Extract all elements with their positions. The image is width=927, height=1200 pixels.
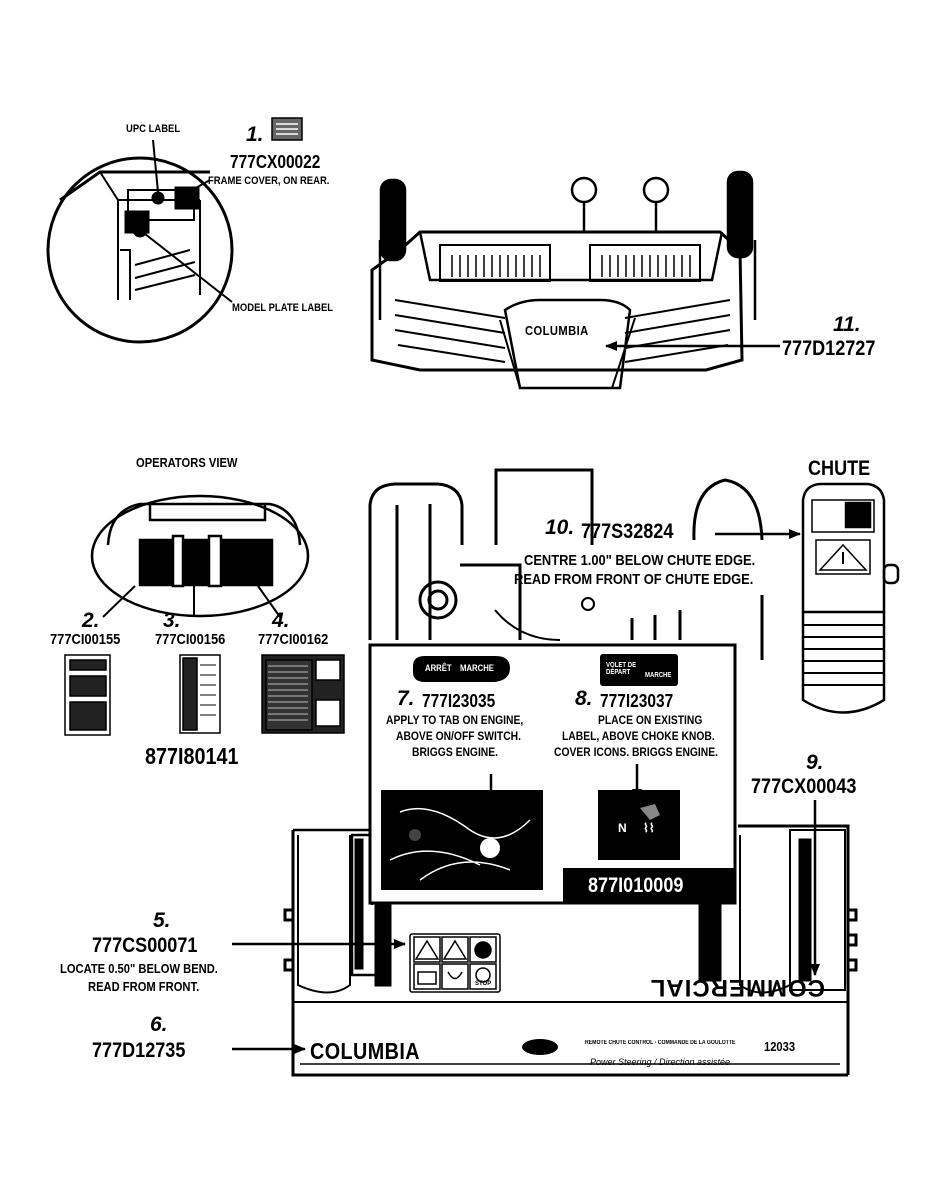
item-5-number: 5.	[153, 909, 171, 932]
item-7-instruction-1: APPLY TO TAB ON ENGINE,	[386, 713, 524, 727]
upc-label-caption: UPC LABEL	[126, 123, 181, 135]
item-10-part: 777S32824	[581, 520, 674, 543]
item-4-part: 777CI00162	[258, 631, 329, 648]
chute-title: CHUTE	[808, 457, 871, 480]
power-steering-text: Power Steering / Direction assistée	[590, 1057, 731, 1067]
remote-chute-text: REMOTE CHUTE CONTROL - COMMANDE DE LA GO…	[585, 1040, 736, 1046]
item-7-instruction-2: ABOVE ON/OFF SWITCH.	[396, 729, 521, 743]
decal-777ci00155	[64, 654, 111, 736]
item-6-number: 6.	[150, 1013, 168, 1036]
control-panel-drawing	[370, 170, 757, 390]
item-10-number: 10.	[545, 516, 575, 539]
housing-brand-logo: COLUMBIA	[310, 1038, 421, 1064]
item-5-part: 777CS00071	[92, 934, 198, 957]
item-8-part: 777I23037	[600, 691, 674, 711]
engine-decal-box: N ⌇⌇	[368, 643, 737, 905]
item-5-instruction-2: READ FROM FRONT.	[88, 979, 200, 994]
item-1-description: FRAME COVER, ON REAR.	[208, 175, 330, 187]
item-3-part: 777CI00156	[155, 631, 226, 648]
item-10-instruction-1: CENTRE 1.00" BELOW CHUTE EDGE.	[524, 552, 756, 569]
decal-8-right-text: MARCHE	[645, 672, 672, 679]
model-plate-label-caption: MODEL PLATE LABEL	[232, 302, 334, 314]
item-2-number: 2.	[82, 609, 100, 632]
item-8-instruction-2: LABEL, ABOVE CHOKE KNOB.	[562, 729, 715, 743]
brand-swoosh-icon	[522, 1039, 558, 1055]
item-4-number: 4.	[272, 609, 290, 632]
item-11-number: 11.	[833, 313, 861, 336]
decal-777ci00156	[179, 654, 221, 734]
engine-kit-number: 877I010009	[588, 874, 684, 897]
decal-8-left-text: VOLET DE DÉPART	[606, 662, 637, 676]
chute-drawing	[801, 482, 900, 714]
item-9-part: 777CX00043	[751, 775, 857, 798]
commercial-decal-mirrored: COMMERCIAL	[649, 974, 825, 1001]
item-8-instruction-3: COVER ICONS. BRIGGS ENGINE.	[554, 745, 719, 759]
item-9-number: 9.	[806, 751, 824, 774]
decal-777ci00162	[261, 654, 345, 734]
svg-text:⌇⌇: ⌇⌇	[643, 821, 655, 835]
item-10-instruction-2: READ FROM FRONT OF CHUTE EDGE.	[514, 571, 754, 588]
stop-icon-label: STOP	[475, 981, 492, 987]
item-5-instruction-1: LOCATE 0.50" BELOW BEND.	[60, 961, 218, 976]
model-number: 12033	[764, 1039, 796, 1054]
item-1-part: 777CX00022	[230, 152, 321, 172]
kit-number: 877I80141	[145, 743, 239, 769]
item-11-part: 777D12727	[782, 337, 876, 360]
item-7-part: 777I23035	[422, 691, 496, 711]
item-1-number: 1.	[246, 123, 264, 146]
dashboard-brand: COLUMBIA	[525, 323, 589, 338]
item-8-number: 8.	[575, 687, 593, 710]
item-2-part: 777CI00155	[50, 631, 121, 648]
decal-7-right-text: MARCHE	[460, 663, 494, 673]
item-6-part: 777D12735	[92, 1039, 186, 1062]
operators-view-title: OPERATORS VIEW	[136, 455, 238, 470]
item-8-instruction-1: PLACE ON EXISTING	[598, 713, 703, 727]
svg-text:N: N	[618, 821, 627, 835]
item-3-number: 3.	[163, 609, 181, 632]
decal-7-left-text: ARRÊT	[425, 663, 452, 673]
item-7-number: 7.	[397, 687, 415, 710]
frame-cover-detail	[46, 139, 234, 344]
operators-view-drawing	[90, 494, 310, 618]
safety-decal-icons	[409, 933, 501, 993]
item-7-instruction-3: BRIGGS ENGINE.	[412, 745, 499, 759]
snowblower-body-drawing	[283, 468, 858, 1077]
